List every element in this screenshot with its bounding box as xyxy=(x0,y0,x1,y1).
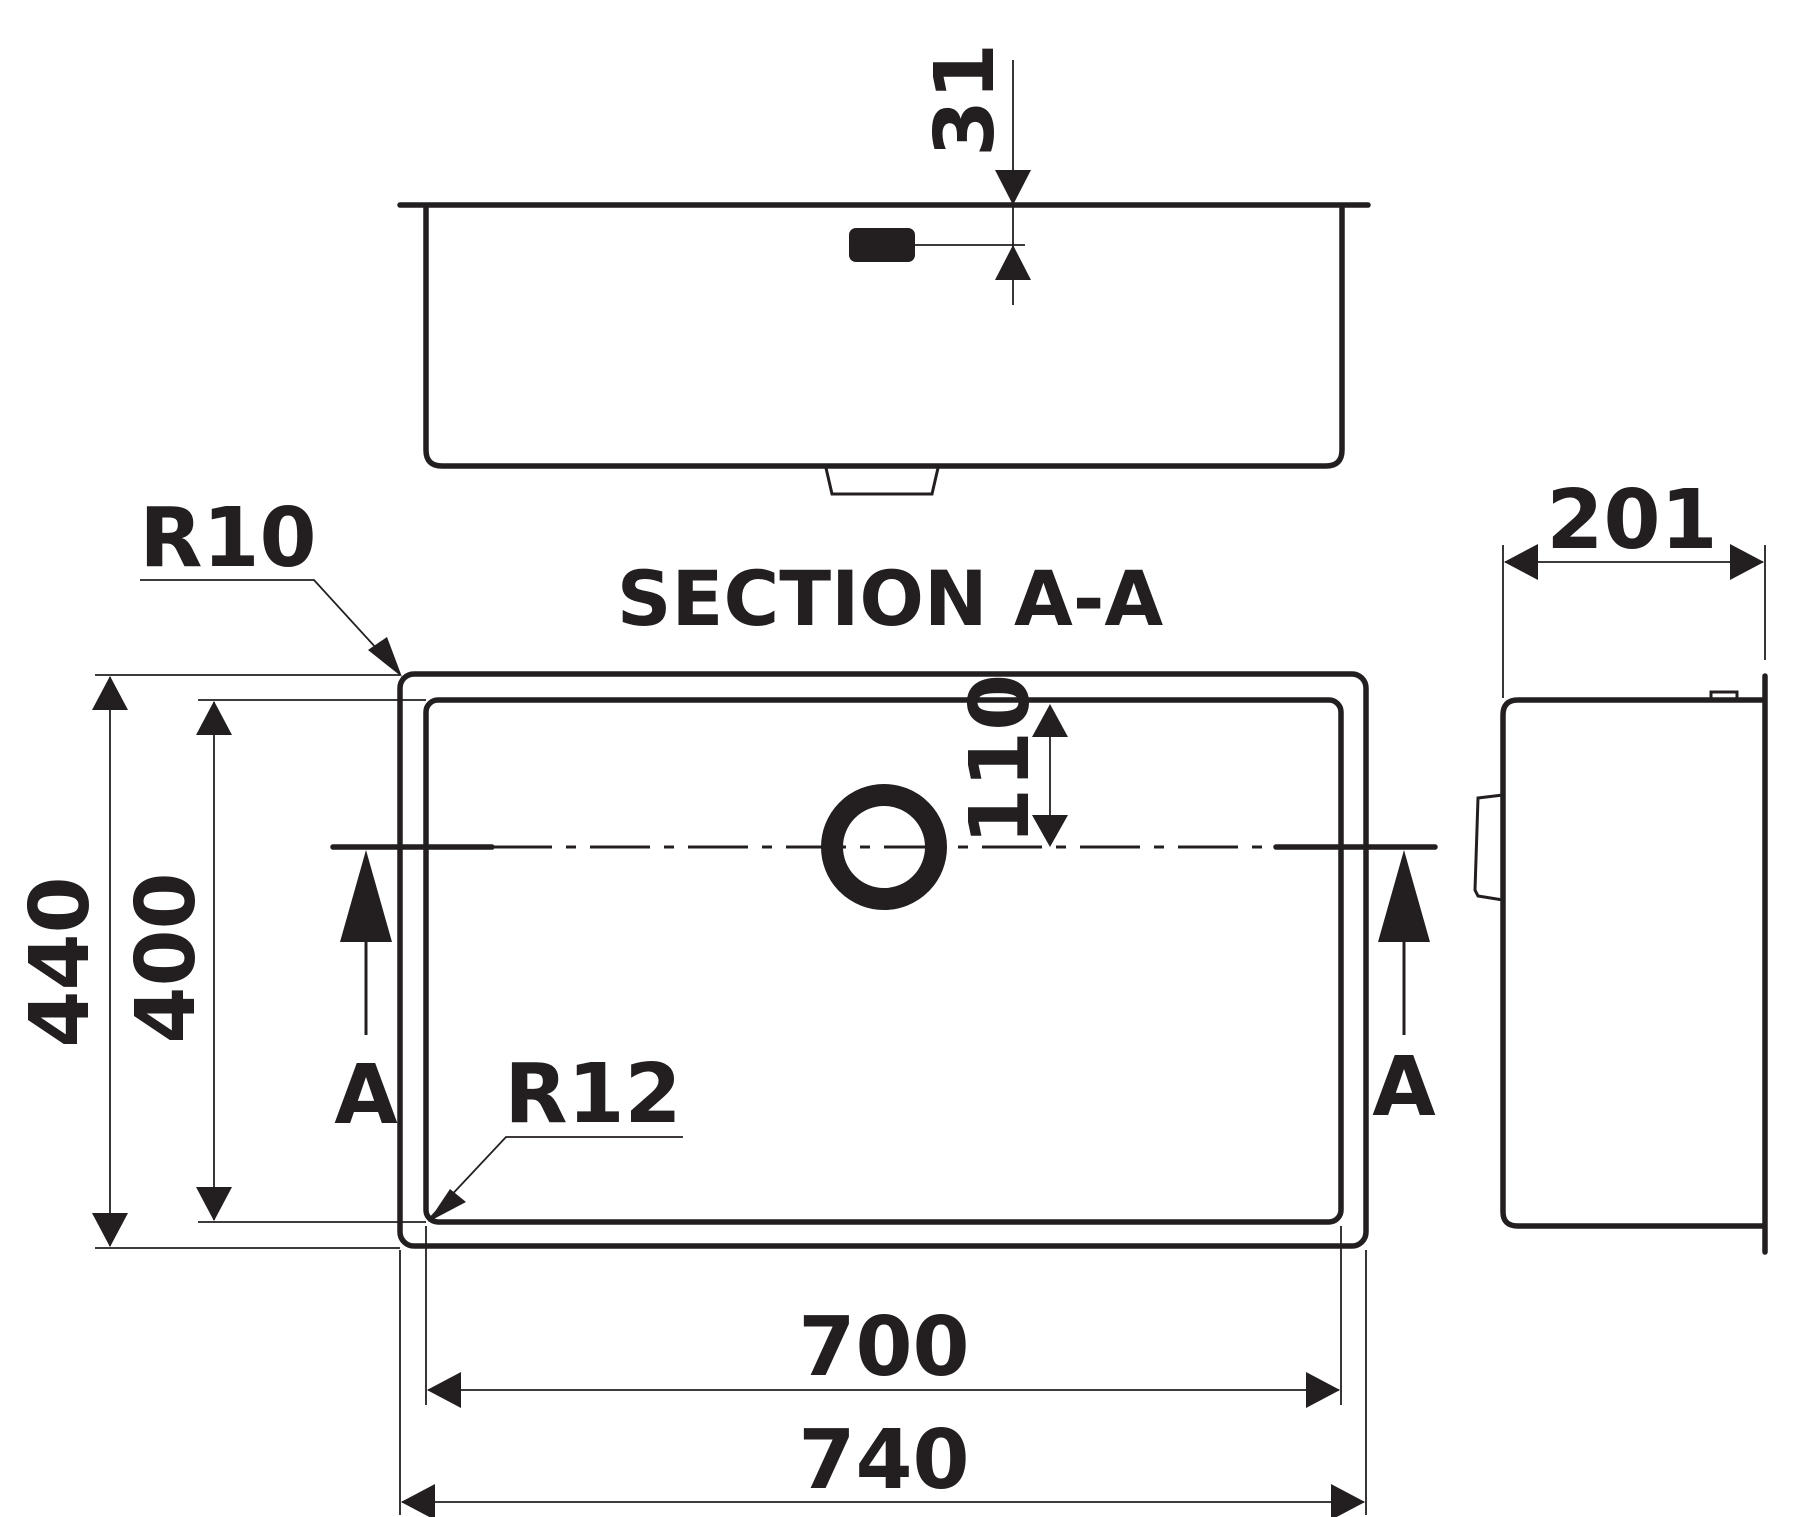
section-marker-left: A xyxy=(334,1048,398,1143)
radius-outer-label: R10 xyxy=(139,491,316,586)
section-view: 31 xyxy=(397,43,1371,496)
plan-view: A A 110 R10 R12 xyxy=(13,491,1438,1517)
drain-outlet xyxy=(824,467,940,496)
dimension-outer-width: 740 xyxy=(399,1250,1367,1517)
dimension-inner-width: 700 xyxy=(425,1226,1342,1408)
dimension-bowl-depth: 201 xyxy=(1502,473,1766,698)
dim-bowl-depth-label: 201 xyxy=(1546,473,1717,568)
dim-inner-depth-label: 400 xyxy=(119,872,214,1043)
side-view: 201 xyxy=(1473,473,1768,1255)
side-overflow xyxy=(1473,793,1504,902)
dim-outer-width-label: 740 xyxy=(798,1413,969,1508)
dimension-rim-height: 31 xyxy=(915,43,1031,305)
dimension-inner-depth: 400 xyxy=(119,699,426,1223)
side-tap-hole xyxy=(1709,690,1739,698)
dimension-outer-depth: 440 xyxy=(13,674,400,1249)
bowl-profile xyxy=(423,205,1345,469)
radius-inner-leader xyxy=(428,1136,683,1222)
side-bowl-profile xyxy=(1500,697,1765,1229)
dimension-drain-offset: 110 xyxy=(953,674,1068,847)
section-arrow-right xyxy=(1378,850,1430,1035)
section-title: SECTION A-A xyxy=(617,554,1164,643)
dim-inner-width-label: 700 xyxy=(798,1300,969,1395)
dim-outer-depth-label: 440 xyxy=(13,876,108,1047)
radius-outer-leader xyxy=(140,579,402,677)
section-arrow-left xyxy=(340,850,392,1035)
dim-drain-offset-label: 110 xyxy=(953,674,1048,845)
section-marker-right: A xyxy=(1372,1040,1436,1135)
dim-rim-height-label: 31 xyxy=(918,43,1013,157)
radius-inner-label: R12 xyxy=(504,1047,681,1142)
bowl-inner-outline xyxy=(423,697,1344,1225)
overflow-slot xyxy=(849,228,915,262)
sink-outer-outline xyxy=(397,671,1369,1249)
